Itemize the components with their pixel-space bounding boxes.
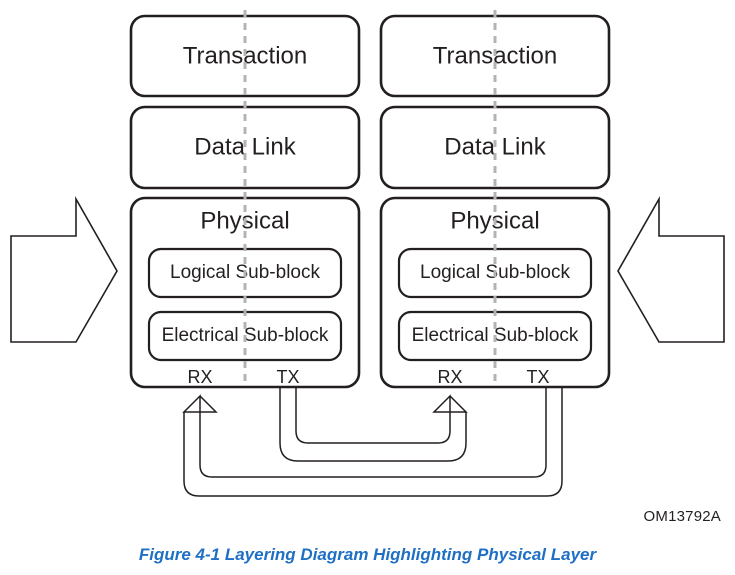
right-rx-arrowhead-icon (432, 394, 468, 413)
left-rx-label: RX (187, 367, 212, 387)
right-rx-label: RX (437, 367, 462, 387)
figure-caption: Figure 4-1 Layering Diagram Highlighting… (138, 545, 597, 564)
figure-code-label: OM13792A (643, 508, 721, 525)
link-right-tx-to-left-rx (182, 388, 563, 497)
right-tx-label: TX (526, 367, 549, 387)
left-device-stack: Transaction Data Link Physical Logical S… (129, 10, 361, 389)
left-rx-arrowhead-icon (182, 394, 218, 413)
inbound-arrow-right-icon (617, 195, 725, 343)
link-left-tx-to-right-rx (279, 388, 468, 462)
inbound-arrow-left-icon (10, 195, 118, 343)
left-tx-label: TX (276, 367, 299, 387)
right-device-stack: Transaction Data Link Physical Logical S… (379, 10, 611, 389)
